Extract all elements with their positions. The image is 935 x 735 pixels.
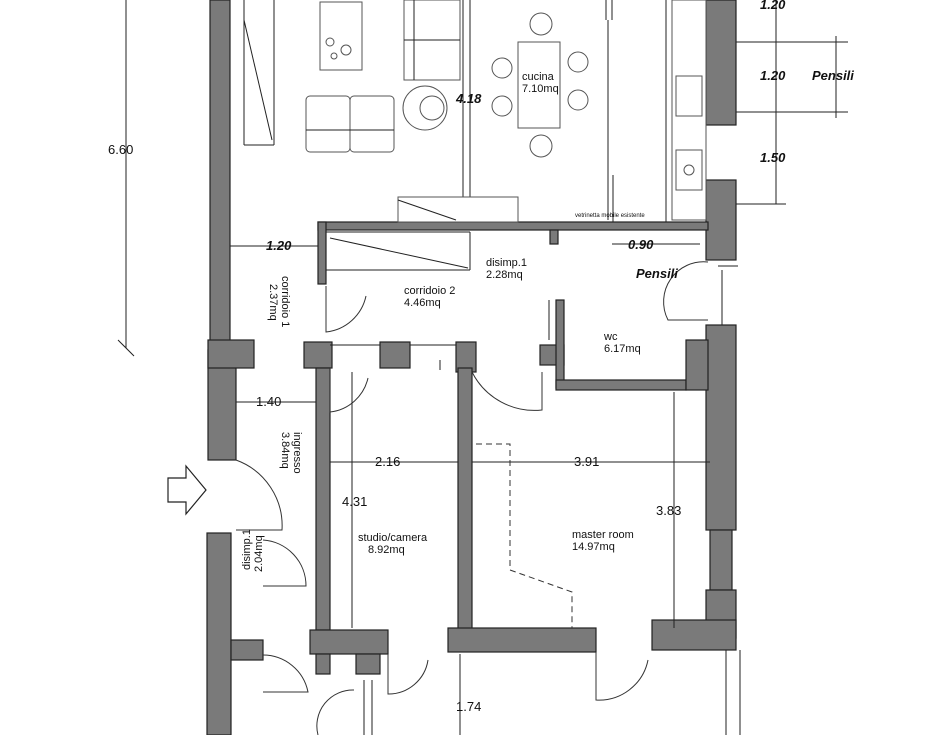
- fridge: [675, 75, 703, 117]
- wardrobe-outline: [476, 443, 573, 628]
- wall-kitchen-sep: [317, 221, 709, 231]
- wall-stub-disimp: [549, 229, 559, 245]
- door-lower-left: [262, 654, 309, 693]
- door-master: [471, 371, 543, 411]
- wall-studio-master: [457, 367, 473, 631]
- vetrinetta-label: vetrinetta mobile esistente: [575, 213, 645, 219]
- stair-diagonal: [243, 19, 273, 141]
- room-ingresso-name: ingresso: [291, 432, 303, 474]
- wall-right-master: [705, 324, 737, 531]
- stair-diag-2: [329, 237, 469, 269]
- wall-studio-left-top: [303, 341, 333, 369]
- dining-table: [517, 41, 561, 129]
- wall-corridoio2-left: [317, 221, 327, 285]
- chair-3: [567, 51, 589, 73]
- dim-120-b-label: 1.20: [760, 68, 786, 83]
- door-wc: [663, 261, 709, 321]
- burner-3: [330, 52, 338, 60]
- step-diag: [397, 199, 457, 221]
- room-cucina-area: 7.10mq: [522, 83, 559, 95]
- dim-140-label: 1.40: [256, 394, 281, 409]
- wall-master-bottom-left: [447, 627, 597, 653]
- dim-431-label: 4.31: [342, 494, 367, 509]
- wall-studio-left: [315, 367, 331, 631]
- room-disimp-top-area: 2.28mq: [486, 269, 523, 281]
- wall-bottom-stub-2: [315, 653, 331, 675]
- thin-lines: [243, 0, 741, 735]
- dim-tick-660: [117, 339, 135, 357]
- dim-174-label: 1.74: [456, 699, 481, 714]
- burner-1: [325, 37, 335, 47]
- round-table-inner: [419, 95, 445, 121]
- chair-1: [491, 57, 513, 79]
- chair-4: [567, 89, 589, 111]
- room-disimp-top-name: disimp.1: [486, 257, 527, 269]
- chair-2: [491, 95, 513, 117]
- chair-5: [529, 12, 553, 36]
- furniture: [305, 0, 707, 223]
- dim-120-left-label: 1.20: [266, 238, 292, 253]
- dim-391-label: 3.91: [574, 454, 599, 469]
- dimension-lines: [117, 0, 848, 735]
- room-disimp-bottom-area: 2.04mq: [253, 535, 265, 572]
- cooktop: [319, 1, 363, 71]
- burner-2: [340, 44, 352, 56]
- wall-wc-left: [555, 299, 565, 389]
- sink-drain: [683, 164, 695, 176]
- door-bottom-left: [316, 689, 355, 735]
- room-studio-name: studio/camera: [358, 532, 428, 544]
- wall-right-mid: [705, 179, 737, 261]
- door-disimp: [262, 539, 307, 587]
- door-ingresso: [235, 459, 283, 531]
- room-studio-area: 8.92mq: [368, 544, 405, 556]
- wall-left-lower: [206, 532, 232, 735]
- wall-studio-bottom: [309, 629, 389, 655]
- door-bottom-right: [595, 652, 649, 701]
- wall-bottom-stub: [355, 653, 381, 675]
- armchair-1: [305, 95, 351, 153]
- wall-left-upper: [209, 0, 231, 351]
- chair-6: [529, 134, 553, 158]
- dim-090-label: 0.90: [628, 237, 654, 252]
- wall-corner-corridoio: [207, 339, 255, 369]
- dim-150-label: 1.50: [760, 150, 786, 165]
- dim-120-a-label: 1.20: [760, 0, 786, 12]
- room-corridoio2-area: 4.46mq: [404, 297, 441, 309]
- room-ingresso-area: 3.84mq: [279, 432, 291, 469]
- wall-right-top: [705, 0, 737, 126]
- dim-383-label: 3.83: [656, 503, 681, 518]
- room-master-area: 14.97mq: [572, 541, 615, 553]
- room-corridoio2-name: corridoio 2: [404, 285, 455, 297]
- pensili-right-label: Pensili: [812, 68, 854, 83]
- wall-wc-bottom: [555, 379, 687, 391]
- room-corridoio1-name: corridoio 1: [279, 276, 291, 327]
- steps: [397, 196, 519, 223]
- pensili-mid-label: Pensili: [636, 266, 678, 281]
- dim-418-label: 4.18: [455, 91, 482, 106]
- room-cucina-name: cucina: [522, 71, 555, 83]
- wall-disimp-bottom: [230, 639, 264, 661]
- armchair-2: [349, 95, 395, 153]
- labels: 6.60 4.18 1.20 1.40 2.16 3.91 3.83 4.31 …: [108, 0, 854, 714]
- door-studio: [329, 368, 369, 413]
- wall-master-bottom-right: [651, 619, 737, 651]
- walls: [206, 0, 737, 735]
- door-corridoio2: [325, 286, 367, 333]
- dim-660-label: 6.60: [108, 142, 133, 157]
- wall-right-window: [709, 529, 733, 591]
- wall-studio-top-stub: [379, 341, 411, 369]
- room-corridoio1-area: 2.37mq: [267, 284, 279, 321]
- room-master-name: master room: [572, 529, 634, 541]
- wall-wc-right-stub: [685, 339, 709, 391]
- room-disimp-bottom-name: disimp.1: [241, 529, 253, 570]
- entrance-arrow-icon: [167, 464, 207, 516]
- room-wc-name: wc: [603, 331, 618, 343]
- dim-216-label: 2.16: [375, 454, 400, 469]
- door-bottom-mid: [387, 654, 429, 695]
- room-wc-area: 6.17mq: [604, 343, 641, 355]
